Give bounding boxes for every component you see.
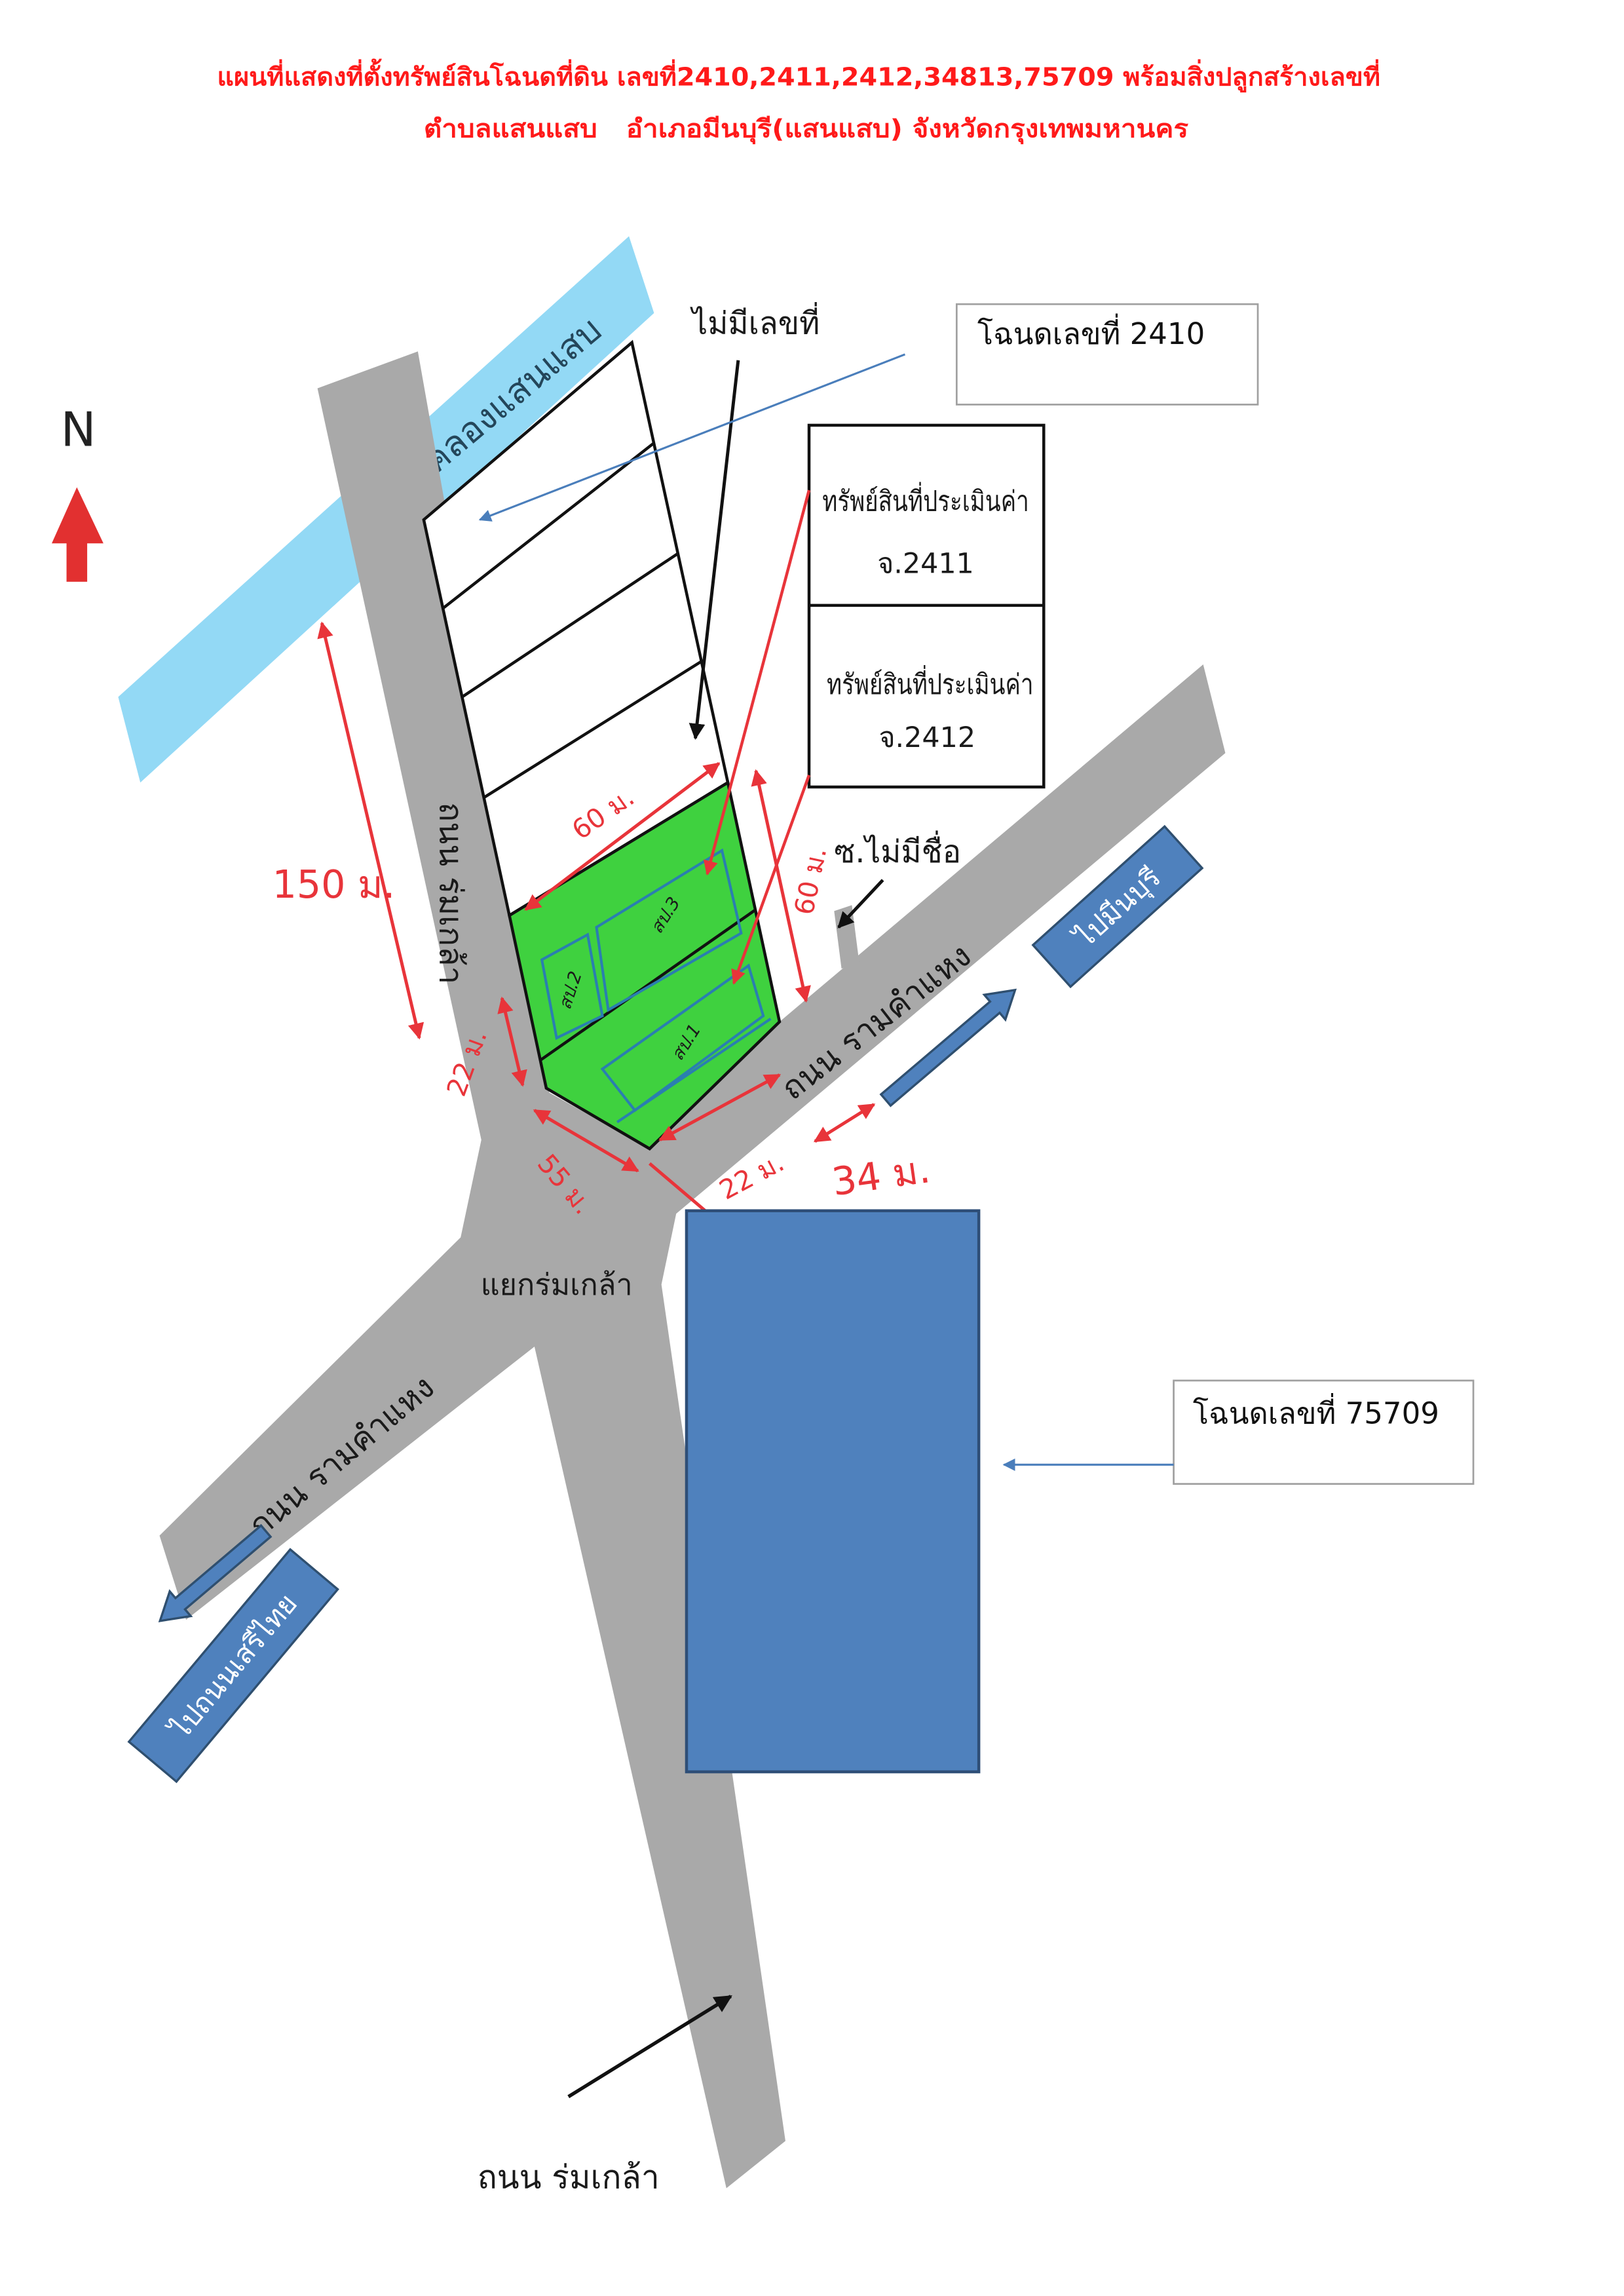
unnumbered-plot-arrow: [689, 360, 740, 740]
deed-75709-callout-box: [1173, 1379, 1475, 1485]
lot-divider: [483, 660, 702, 799]
deed-2410-callout-line: [478, 353, 906, 522]
map-title-line-2: ตำบลแสนแสบ อำเภอมีนบุรี(แสนแสบ) จังหวัดก…: [424, 115, 1189, 145]
appraised-property-2412-title: ทรัพย์สินที่ประเมินค่า: [827, 665, 1033, 701]
deed-2410-callout-label: โฉนดเลขที่ 2410: [977, 313, 1205, 351]
north-arrow-stem: [66, 540, 88, 582]
intersection-label: แยกร่มเกล้า: [481, 1267, 633, 1302]
road-network: [159, 351, 1226, 2189]
appraised-property-2412-deed: จ.2412: [878, 721, 975, 754]
deed-75709-callout-label: โฉนดเลขที่ 75709: [1193, 1392, 1439, 1430]
to-seri-thai-sign-box: [127, 1548, 339, 1784]
to-minburi-arrow-icon: [879, 988, 1017, 1107]
north-arrow-head: [52, 487, 104, 544]
appraised-property-2411-deed: จ.2411: [877, 547, 974, 580]
lot-divider: [461, 552, 679, 698]
dimension-22m-bottom-arrow: [658, 1073, 782, 1141]
north-road-label: ถนน ร่มเกล้า: [432, 802, 470, 984]
dimension-150m-arrow: [317, 621, 425, 1040]
north-label: N: [61, 403, 96, 458]
dimension-55m-arrow: [533, 1109, 639, 1173]
soi-pointer-arrow: [837, 879, 884, 928]
lot-divider: [442, 442, 655, 610]
dimension-60m-side-arrow: [751, 769, 811, 1003]
parcel-boundary-line: [539, 908, 757, 1062]
unnumbered-plot-label: ไม่มีเลขที่: [689, 301, 820, 341]
south-road-label: ถนน ร่มเกล้า: [478, 2158, 660, 2196]
map-title-line-1: แผนที่แสดงที่ตั้งทรัพย์สินโฉนดที่ดิน เลข…: [217, 59, 1380, 93]
parcel-1-frontage-line: [616, 1018, 772, 1124]
soi-label: ซ.ไม่มีชื่อ: [834, 830, 961, 870]
to-seri-thai-arrow-shape: [158, 1523, 273, 1622]
dimension-60m-front-arrow: [524, 762, 721, 911]
dimension-22m-left-arrow: [497, 996, 527, 1087]
parcel-2-outline: [540, 932, 604, 1041]
to-seri-thai-arrow-icon: [158, 1523, 273, 1622]
south-road-pointer-arrow: [567, 1995, 732, 2099]
north-arrow-icon: N: [52, 403, 104, 582]
dimension-34m-arrow: [813, 1103, 876, 1143]
to-minburi-arrow-shape: [879, 988, 1017, 1107]
parcel-1-outline: [600, 963, 765, 1113]
appraised-property-2411-title: ทรัพย์สินที่ประเมินค่า: [822, 482, 1029, 518]
to-minburi-sign-box: [1031, 824, 1204, 989]
appraised-pointer-line: [703, 489, 811, 876]
deed-2410-callout-box: [955, 303, 1259, 406]
dimension-connector-line: [649, 1162, 710, 1215]
deed-75709-block: [685, 1209, 981, 1774]
dimension-150m-label: 150 ม.: [273, 862, 396, 907]
